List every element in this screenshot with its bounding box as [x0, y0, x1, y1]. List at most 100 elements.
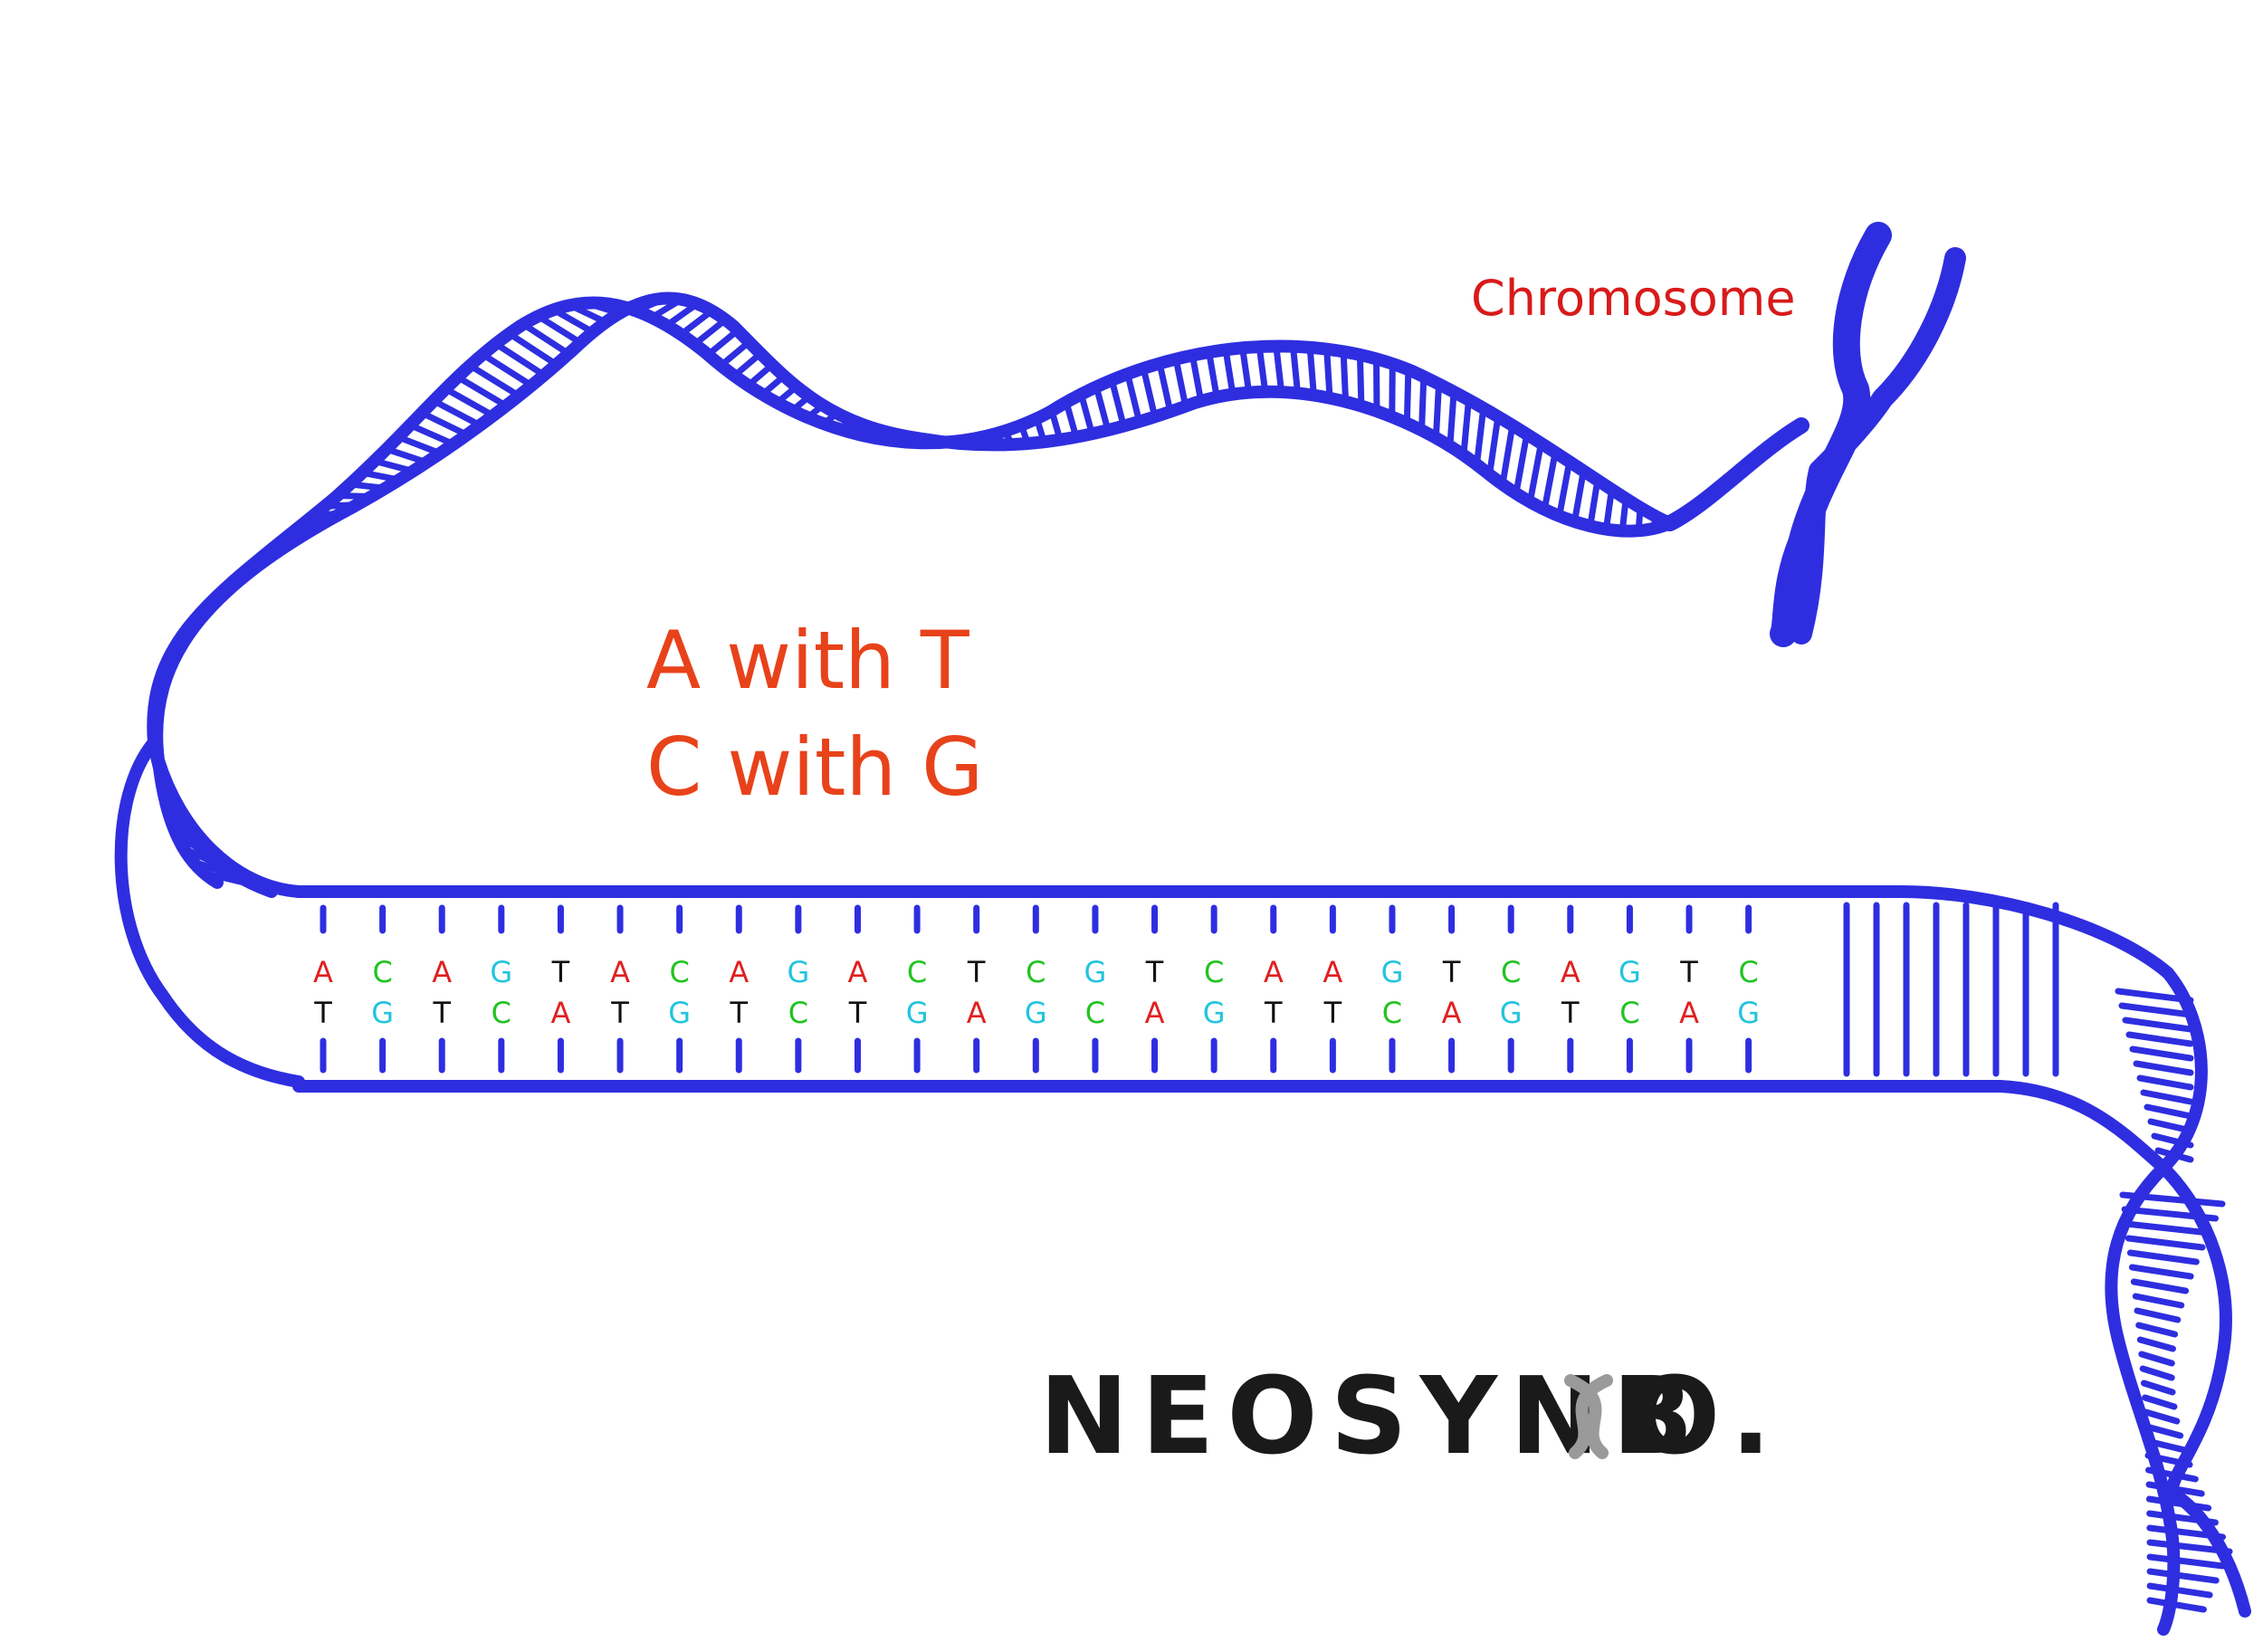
- helix-rung: [1526, 440, 1544, 505]
- base-top: C: [1204, 955, 1224, 989]
- base-top: C: [907, 955, 927, 989]
- base-bottom: A: [1679, 996, 1699, 1030]
- helix-rung: [1432, 380, 1443, 442]
- helix-rung: [2130, 1278, 2190, 1294]
- helix-rung: [1093, 383, 1112, 434]
- base-top: A: [729, 955, 749, 989]
- base-bottom: T: [729, 996, 748, 1030]
- helix-rung: [1172, 356, 1189, 410]
- pairing-rule-c-g: C with G: [646, 721, 983, 814]
- base-bottom: T: [848, 996, 867, 1030]
- base-top: G: [1618, 955, 1641, 989]
- helix-rung: [1206, 349, 1220, 401]
- helix-rung: [492, 340, 548, 378]
- base-top: A: [610, 955, 630, 989]
- base-bottom: T: [610, 996, 629, 1030]
- helix-rung: [2142, 1394, 2178, 1410]
- base-top: T: [551, 955, 570, 989]
- base-top: A: [1322, 955, 1342, 989]
- ladder-top-rail: [292, 885, 2174, 979]
- helix-rung: [2136, 1336, 2176, 1352]
- helix-rung: [1541, 449, 1559, 513]
- helix-rung: [1403, 366, 1412, 427]
- base-bottom: T: [1561, 996, 1580, 1030]
- helix-rung: [2136, 1074, 2194, 1091]
- dna-strand-b: [150, 291, 1676, 889]
- base-top: G: [787, 955, 809, 989]
- helix-rung: [520, 320, 572, 358]
- base-top: C: [669, 955, 689, 989]
- helix-rung: [2126, 1249, 2200, 1265]
- base-top: A: [432, 955, 452, 989]
- base-bottom: A: [550, 996, 570, 1030]
- helix-rung: [1447, 388, 1457, 450]
- helix-rung: [2138, 1351, 2175, 1367]
- helix-rung: [418, 409, 471, 438]
- base-bottom: G: [1737, 996, 1760, 1030]
- base-top: T: [967, 955, 986, 989]
- helix-rung: [1356, 351, 1365, 410]
- helix-rung: [2122, 1017, 2194, 1033]
- helix-rung: [466, 362, 522, 399]
- base-top: G: [490, 955, 512, 989]
- base-bottom: G: [1203, 996, 1226, 1030]
- base-bottom: G: [371, 996, 394, 1030]
- dna-strand-right-a: [2105, 967, 2208, 1636]
- base-bottom: G: [906, 996, 929, 1030]
- helix-rung: [1140, 365, 1159, 420]
- dna-strand-right-b: [2157, 1161, 2251, 1618]
- base-top: C: [1026, 955, 1046, 989]
- base-top: T: [1145, 955, 1164, 989]
- helix-rung: [1256, 343, 1269, 396]
- base-bottom: T: [432, 996, 451, 1030]
- helix-rung: [1239, 344, 1253, 396]
- helix-rung: [1306, 344, 1317, 399]
- helix-rung: [2146, 1597, 2207, 1613]
- helix-rung: [2139, 1365, 2175, 1381]
- helix-rung: [2144, 1423, 2184, 1439]
- helix-rung: [2140, 1089, 2194, 1105]
- helix-rung: [2128, 1264, 2194, 1280]
- helix-rung: [1513, 431, 1531, 497]
- base-bottom: A: [967, 996, 987, 1030]
- helix-rung: [2133, 1060, 2194, 1076]
- helix-rung: [2135, 1322, 2179, 1338]
- helix-rung: [430, 397, 483, 429]
- chromosome-label: Chromosome: [1471, 270, 1796, 327]
- helix-rung: [2140, 1380, 2176, 1396]
- helix-rung: [2132, 1293, 2185, 1309]
- helix-rung: [1499, 422, 1516, 488]
- base-top: C: [1738, 955, 1758, 989]
- helix-rung: [1156, 359, 1174, 415]
- helix-rung: [2118, 1002, 2194, 1018]
- helix-rung: [1473, 405, 1487, 468]
- helix-rung: [1222, 346, 1237, 398]
- helix-rung: [506, 330, 560, 368]
- base-bottom: T: [313, 996, 332, 1030]
- base-bottom: G: [1025, 996, 1047, 1030]
- ladder-bottom-rail: [292, 1080, 2170, 1174]
- helix-rung: [1189, 352, 1205, 405]
- helix-rung: [2146, 1553, 2227, 1570]
- helix-rung: [1587, 477, 1601, 530]
- helix-rung: [2125, 1235, 2206, 1251]
- helix-rung: [2146, 1568, 2220, 1584]
- base-bottom: C: [788, 996, 808, 1030]
- helix-rung: [2134, 1307, 2182, 1323]
- helix-rung: [1124, 370, 1143, 425]
- base-bottom: G: [1500, 996, 1523, 1030]
- helix-rung: [2144, 1103, 2194, 1120]
- logo-text-left: NEOSYNB: [1039, 1353, 1706, 1478]
- dna-strand-a-bend: [114, 736, 305, 1088]
- helix-rung: [1340, 348, 1350, 406]
- base-bottom: C: [1382, 996, 1402, 1030]
- helix-rung: [1108, 377, 1127, 430]
- logo-helix-mark: [1564, 1374, 1613, 1459]
- helix-rung: [1556, 458, 1573, 520]
- base-top: A: [313, 955, 333, 989]
- helix-rung: [2125, 1031, 2194, 1047]
- base-bottom: C: [1619, 996, 1639, 1030]
- helix-rung: [2143, 1408, 2181, 1425]
- helix-rung: [1486, 413, 1502, 478]
